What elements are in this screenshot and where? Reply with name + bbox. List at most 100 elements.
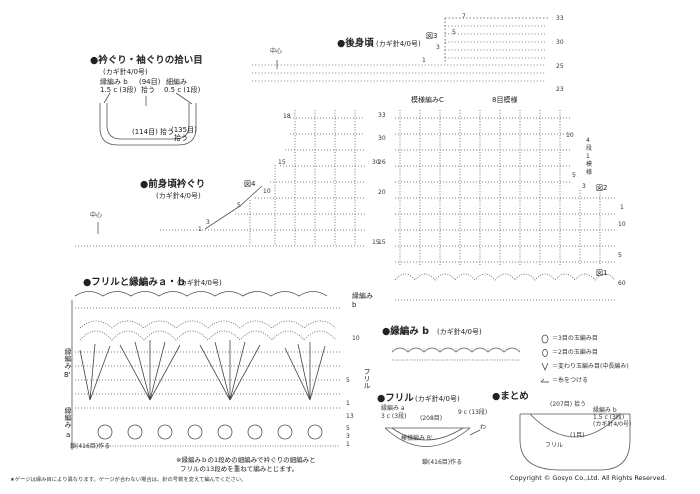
finish-body — [519, 414, 631, 471]
back-top-1: 1 — [422, 57, 426, 64]
front-right-30: 30 — [372, 159, 380, 166]
back-fig3: 図3 — [426, 32, 438, 40]
neck-arrow-right — [175, 92, 193, 105]
frill-row-a3: 3 — [346, 433, 350, 440]
legend-item-3: ＝糸をつける — [552, 377, 589, 384]
back-inner-33: 33 — [378, 112, 386, 119]
neck-right-size: 0.5 c (1段) — [164, 86, 201, 94]
back-inner-10: 10 — [618, 221, 626, 228]
frill-hook: (カギ針4/0号) — [415, 395, 460, 403]
gauge-note: ★ゲージは縁み目により異なります。ゲージが合わない場合は、針の号数を変えて編んで… — [10, 477, 247, 483]
frill-top-scallop — [74, 291, 328, 297]
frill-left-a2: a — [66, 431, 71, 439]
back-inner-30: 30 — [378, 135, 386, 142]
frill-ab-hook: (カギ針4/0号) — [177, 279, 222, 287]
frill-ring-start: 鎖(416目)作る — [422, 459, 463, 466]
frill-edge-b-top: 縁編み — [352, 292, 373, 300]
frill-pattern: 模様編み B' — [401, 435, 433, 442]
back-fig1: 図1 — [596, 269, 608, 277]
frill-arches — [79, 320, 337, 341]
frill-row-a5: 5 — [346, 425, 350, 432]
back-repeat-4: 様 — [586, 169, 593, 176]
frill-left-b: 縁編み — [64, 348, 72, 369]
frill-left-a: 縁編み — [64, 407, 72, 428]
back-top-7: 7 — [462, 13, 466, 20]
back-pattern-8: 8目模様 — [492, 96, 518, 104]
back-top-3: 3 — [436, 44, 440, 51]
back-row-1: 1 — [620, 204, 624, 211]
legend-symbols — [540, 334, 549, 383]
back-body-rows — [395, 117, 615, 263]
legend-item-1: ＝2目の玉編み目 — [552, 349, 598, 356]
front-right-15: 15 — [372, 239, 380, 246]
back-repeat-0: 4 — [586, 137, 590, 144]
back-bottom-scallop — [394, 273, 616, 281]
frill-bottom-scallop — [97, 424, 323, 440]
neck-top-count: (94目) — [139, 78, 161, 86]
back-row-5: 5 — [572, 172, 576, 179]
finish-one: (1目) — [570, 432, 585, 439]
frill-body-rows — [75, 351, 340, 409]
front-row-15: 15 — [278, 159, 286, 166]
finish-frill: フリル — [545, 442, 564, 449]
neck-inner — [106, 103, 190, 140]
neck-side-count: (135目) — [171, 126, 197, 134]
frill-ab-title: ●フリルと縁編みａ・ｂ — [83, 277, 187, 288]
neck-outline — [99, 103, 197, 146]
frill-title: ●フリル — [377, 393, 414, 404]
neck-hook: (カギ針4/0号) — [103, 68, 148, 76]
back-row-25: 25 — [556, 63, 564, 70]
front-title: ●前身頃衿ぐり — [140, 179, 206, 190]
front-row-10: 10 — [263, 188, 271, 195]
back-row-3: 3 — [582, 183, 586, 190]
back-top-5: 5 — [452, 29, 456, 36]
neck-bottom-count: (114目) 拾う — [132, 128, 175, 136]
back-inner-26: 26 — [378, 159, 386, 166]
finish-pick: (207目) 拾う — [550, 401, 587, 408]
frill-edge-a-size: 3 c (3段) — [381, 413, 407, 420]
frill-ring-arrow — [469, 429, 481, 436]
back-row-23: 23 — [556, 86, 564, 93]
front-row-5: 5 — [237, 202, 241, 209]
frill-wa: わ — [480, 424, 487, 431]
front-row-3: 3 — [206, 219, 210, 226]
frill-row-5: 5 — [346, 377, 350, 384]
edge-b-title: ●縁編み b — [382, 326, 429, 337]
front-body-columns — [249, 110, 356, 245]
front-body-rows — [75, 117, 365, 247]
back-repeat-1: 段 — [586, 145, 593, 152]
frill-start: 鎖(416目)作る — [70, 443, 111, 450]
back-row-33: 33 — [556, 15, 564, 22]
back-inner-5: 5 — [618, 252, 622, 259]
back-inner-15: 15 — [378, 239, 386, 246]
frill-ring-outer — [384, 427, 471, 447]
frill-count: (208目) — [420, 415, 443, 422]
front-fig4: 図4 — [244, 180, 256, 188]
neck-left-edge: 縁編み b — [100, 78, 128, 86]
front-hook: (カギ針4/0号) — [156, 192, 201, 200]
edge-b-hook: (カギ針4/0号) — [437, 328, 482, 336]
frill-note-2: フリルの13段めを重ねて編みとじます。 — [180, 465, 299, 473]
frill-note-1: ※縁編みｂの1段めの細編みで衿ぐりの細編みと — [176, 456, 316, 464]
neck-title: ●衿ぐり・袖ぐりの拾い目 — [90, 55, 203, 66]
frill-fans — [79, 340, 326, 401]
copyright: Copyright © Gosyo Co.,Ltd. All Rights Re… — [510, 474, 667, 482]
neck-side-pick: 拾う — [174, 134, 188, 142]
back-title: ●後身頃 — [337, 38, 374, 49]
back-top-step — [444, 17, 550, 62]
back-repeat-2: 1 — [586, 153, 590, 160]
legend-item-2: ＝変わり玉編み目(中長編み) — [552, 363, 629, 370]
frill-side-label: フリル — [363, 368, 371, 389]
finish-hook: (カギ針4/0号) — [593, 421, 632, 428]
frill-left-b2: B' — [64, 371, 71, 379]
back-repeat-3: 模 — [586, 161, 593, 168]
back-body-columns — [399, 110, 601, 265]
back-rows — [252, 25, 545, 82]
front-row-1: 1 — [198, 226, 202, 233]
frill-right: 9 c (13段) — [458, 409, 488, 416]
frill-row-1: 1 — [346, 400, 350, 407]
front-center: 中心 — [90, 212, 103, 219]
edge-b-scallop — [391, 347, 521, 353]
finish-title: ●まとめ — [492, 391, 529, 402]
